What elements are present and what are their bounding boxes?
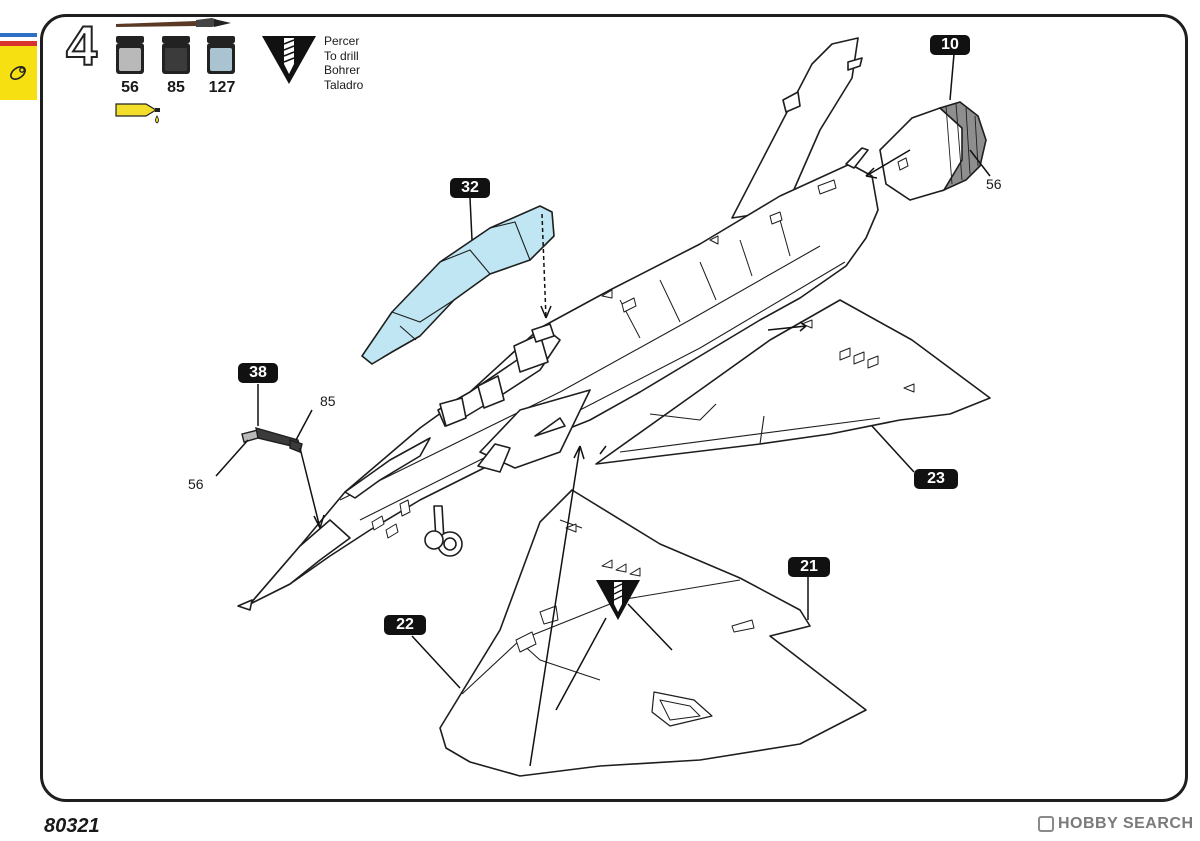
canopy-part-32 bbox=[361, 205, 555, 365]
drill-text-es: Taladro bbox=[324, 77, 364, 92]
paint-pot-56 bbox=[116, 36, 144, 74]
step-number: 4 bbox=[65, 14, 98, 77]
drill-text-de: Bohrer bbox=[324, 63, 361, 77]
paint-pot-85 bbox=[162, 36, 190, 74]
watermark-logo: HOBBY SEARCH bbox=[1038, 815, 1194, 833]
aircraft-section-icon bbox=[10, 66, 26, 80]
section-icon-box bbox=[0, 46, 37, 100]
part-tag-23: 23 bbox=[914, 469, 958, 489]
glue-icon bbox=[115, 103, 160, 124]
drill-icon bbox=[262, 36, 316, 84]
paint-code-127: 127 bbox=[208, 79, 236, 96]
color-callout-probe-body: 85 bbox=[320, 393, 336, 409]
paintbrush-icon bbox=[116, 18, 231, 27]
wing-left-part-22 bbox=[439, 489, 867, 777]
drill-text-fr: Percer bbox=[324, 34, 360, 48]
color-callout-exhaust: 56 bbox=[986, 176, 1002, 192]
part-tag-21: 21 bbox=[788, 557, 830, 577]
flag-stripe-red bbox=[0, 41, 37, 46]
exhaust-part-10 bbox=[879, 101, 987, 201]
hobbysearch-logo-icon bbox=[1038, 816, 1054, 832]
drill-instructions: Percer To drill Bohrer Taladro bbox=[324, 34, 363, 92]
paint-code-56: 56 bbox=[121, 79, 139, 96]
kit-code: 80321 bbox=[44, 815, 100, 837]
part-tag-32: 32 bbox=[450, 178, 490, 198]
color-callout-probe-tip: 56 bbox=[188, 476, 204, 492]
watermark-text: HOBBY SEARCH bbox=[1058, 815, 1194, 832]
drill-text-en: To drill bbox=[324, 48, 359, 63]
wing-right-part-23 bbox=[595, 299, 991, 465]
drill-icon-wing bbox=[596, 580, 640, 620]
paint-pot-127 bbox=[207, 36, 235, 74]
paint-code-85: 85 bbox=[167, 79, 185, 96]
part-tag-10: 10 bbox=[930, 35, 970, 55]
flag-stripe-blue bbox=[0, 33, 37, 37]
pitot-probe-part-38 bbox=[241, 427, 303, 453]
aircraft-fuselage bbox=[237, 37, 879, 611]
leader-lines bbox=[215, 53, 991, 767]
part-tag-22: 22 bbox=[384, 615, 426, 635]
flag-stripe-white bbox=[0, 37, 37, 41]
part-tag-38: 38 bbox=[238, 363, 278, 383]
section-tab bbox=[0, 33, 37, 100]
